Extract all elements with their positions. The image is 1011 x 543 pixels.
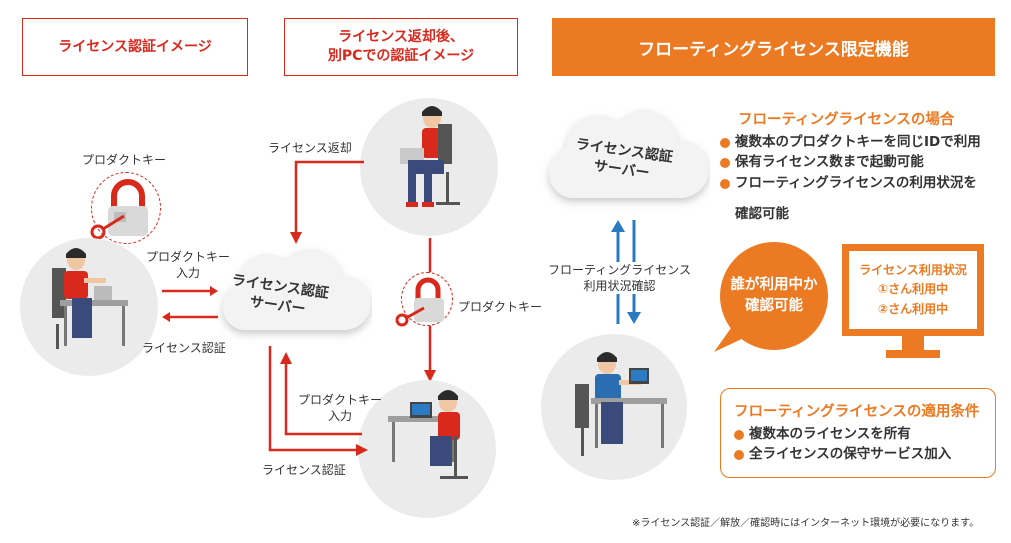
middle-top-user-illustration (400, 106, 460, 207)
middle-product-key-input-line2: 入力 (328, 409, 353, 424)
middle-license-return: ライセンス返却 (268, 141, 352, 155)
left-user-illustration (52, 248, 128, 349)
right-usage-check-line2: 利用状況確認 (583, 279, 656, 294)
header-floating-only: フローティングライセンス限定機能 (552, 18, 995, 76)
right-cloud-shape (548, 109, 710, 198)
license-monitor-screen: ライセンス利用状況 ①さん利用中 ②さん利用中 (842, 244, 984, 336)
floating-case-item: 複数本のプロダクトキーを同じIDで利用 (720, 132, 1005, 152)
monitor-base (886, 350, 940, 358)
floating-case-item: 保有ライセンス数まで起動可能 (720, 152, 1005, 172)
middle-return-arrow (290, 160, 364, 244)
left-arrows (162, 286, 218, 322)
padlock-icon-middle (395, 277, 444, 327)
bubble-line2: 確認可能 (745, 298, 803, 314)
middle-bottom-arrows (268, 346, 368, 456)
monitor-row2: ②さん利用中 (877, 301, 949, 316)
left-product-key-input-line2: 入力 (176, 266, 201, 281)
condition-item: 全ライセンスの保守サービス加入 (734, 444, 989, 464)
header-after-return: ライセンス返却後、 別PCでの認証イメージ (284, 18, 518, 76)
left-product-key-label: プロダクトキー (82, 153, 167, 167)
right-user-illustration (575, 352, 667, 456)
monitor-stand (902, 336, 924, 350)
left-product-key-input: プロダクトキー 入力 (146, 249, 230, 281)
header-floating-only-text: フローティングライセンス限定機能 (638, 39, 909, 60)
header-after-return-line2: 別PCでの認証イメージ (327, 48, 475, 64)
middle-license-auth-label: ライセンス認証 (262, 463, 346, 477)
padlock-icon (90, 179, 148, 240)
monitor-row1: ①さん利用中 (877, 282, 949, 297)
left-product-key-input-line1: プロダクトキー (146, 250, 231, 264)
middle-product-key-input: プロダクトキー 入力 (298, 392, 382, 424)
monitor-title: ライセンス利用状況 (859, 263, 967, 278)
conditions-title: フローティングライセンスの適用条件 (734, 404, 980, 420)
header-license-auth-image: ライセンス認証イメージ (22, 18, 248, 76)
left-cloud-shape (222, 248, 372, 330)
middle-product-key-label: プロダクトキー (458, 300, 543, 314)
floating-case-item-continuation: 確認可能 (735, 206, 789, 222)
conditions-list: 複数本のライセンスを所有 全ライセンスの保守サービス加入 (734, 424, 989, 465)
middle-product-key-input-line1: プロダクトキー (298, 393, 383, 407)
right-usage-check: フローティングライセンス 利用状況確認 (548, 262, 692, 295)
who-is-using-bubble: 誰が利用中か 確認可能 (720, 242, 828, 350)
header-after-return-line1: ライセンス返却後、 (338, 29, 464, 46)
floating-case-list: 複数本のプロダクトキーを同じIDで利用 保有ライセンス数まで起動可能 フローティ… (720, 132, 1005, 193)
condition-item: 複数本のライセンスを所有 (734, 424, 989, 444)
header-license-auth-image-text: ライセンス認証イメージ (58, 38, 212, 55)
floating-case-title: フローティングライセンスの場合 (738, 112, 955, 128)
bubble-line1: 誰が利用中か (730, 276, 818, 293)
conditions-box (720, 388, 996, 478)
right-usage-check-line1: フローティングライセンス (548, 263, 692, 277)
floating-case-item: フローティングライセンスの利用状況を (720, 173, 1005, 193)
left-license-auth-label: ライセンス認証 (142, 341, 226, 355)
footnote: ※ライセンス認証／解放／確認時にはインターネット環境が必要になります。 (632, 518, 980, 529)
middle-bottom-user-illustration (388, 390, 468, 479)
